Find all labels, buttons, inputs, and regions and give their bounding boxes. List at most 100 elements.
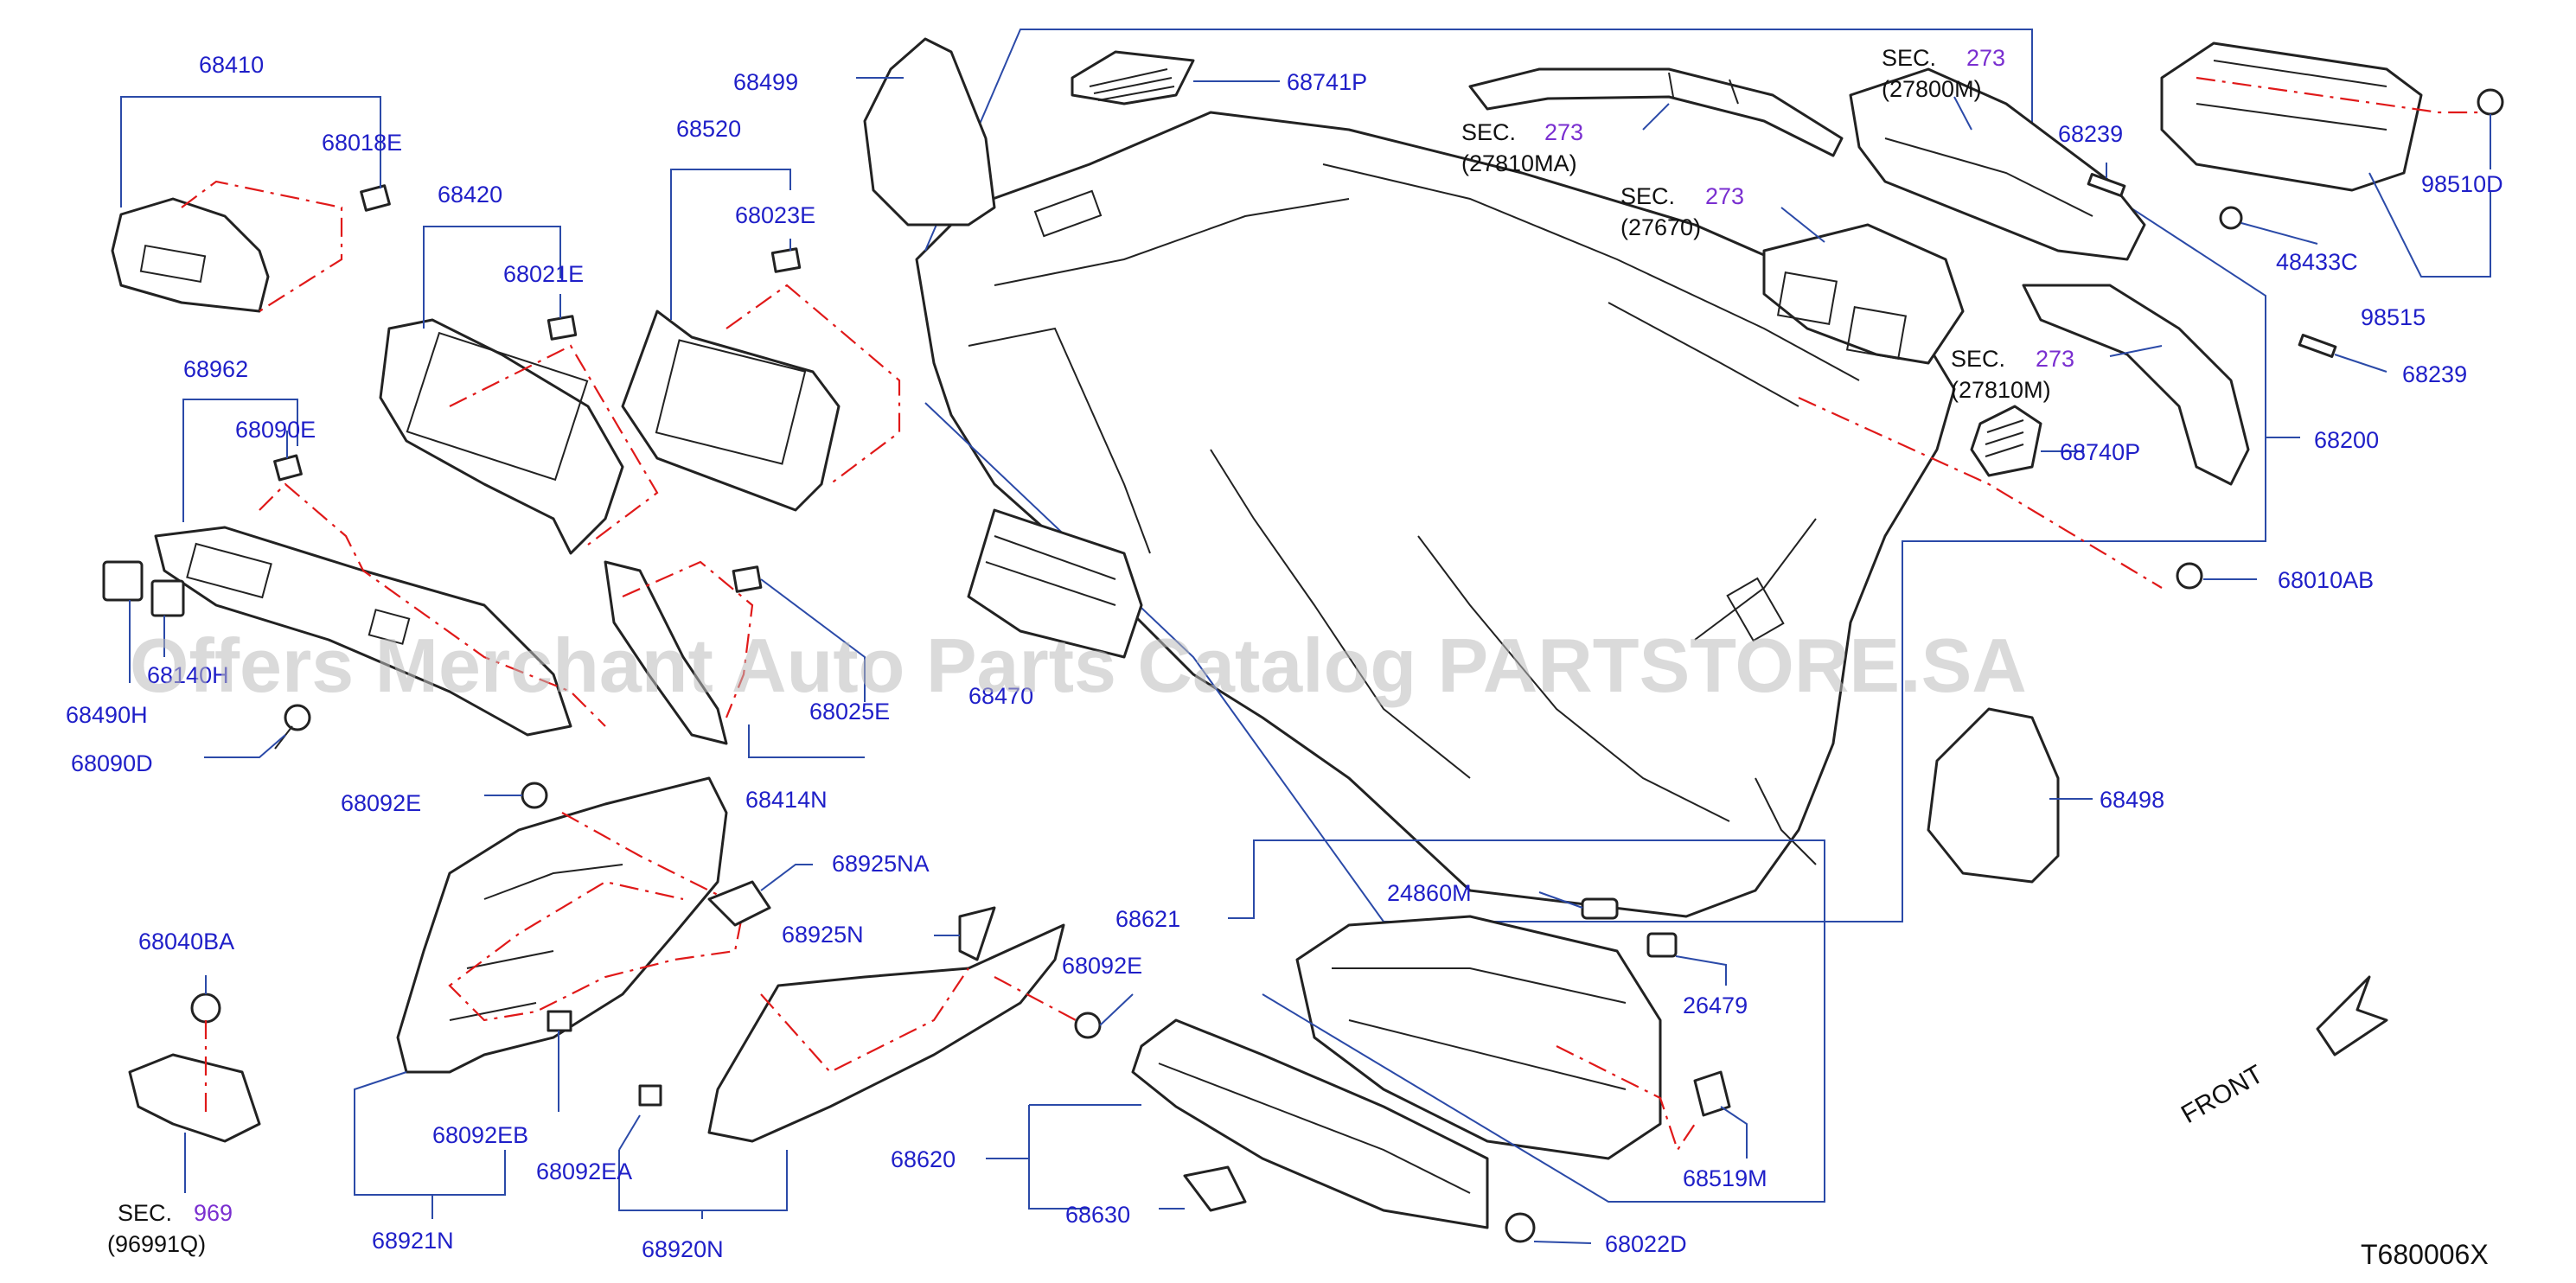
bracket-68925NA — [707, 880, 771, 927]
label-68420: 68420 — [438, 182, 502, 207]
clip-26479 — [1646, 932, 1678, 958]
cap-68239-lower — [2298, 334, 2337, 358]
module-27800M — [1849, 67, 2146, 261]
label-68621: 68621 — [1115, 906, 1180, 932]
label-68741P: 68741P — [1287, 69, 1367, 95]
front-arrow-icon — [2316, 975, 2388, 1056]
label-68414N: 68414N — [745, 787, 828, 813]
cover-68920N — [707, 923, 1065, 1143]
label-68925NA: 68925NA — [832, 851, 930, 877]
label-68018E: 68018E — [322, 130, 402, 156]
clip-68092E-b — [1074, 1012, 1102, 1039]
finisher-68962 — [154, 526, 572, 737]
lower-cover-68921N — [396, 776, 728, 1074]
duct-27810MA — [1468, 67, 1844, 157]
label-68140H: 68140H — [147, 662, 229, 688]
label-68239-a: 68239 — [2058, 121, 2123, 147]
sec-27810MA-ref: (27810MA) — [1461, 150, 1577, 176]
label-68200: 68200 — [2314, 427, 2379, 453]
sec-27800M-word: SEC. — [1882, 45, 1936, 71]
sec-27810M-word: SEC. — [1951, 346, 2005, 372]
label-68090D: 68090D — [71, 750, 153, 776]
label-68499: 68499 — [733, 69, 798, 95]
screw-68022D — [1505, 1212, 1536, 1243]
cluster-bezel-68420 — [379, 318, 624, 555]
screw-68090D — [274, 704, 311, 750]
label-24860M: 24860M — [1387, 880, 1472, 906]
label-68925N: 68925N — [782, 922, 864, 948]
bracket-68925N — [958, 906, 996, 961]
label-68620: 68620 — [891, 1146, 956, 1172]
clip-68025E — [732, 565, 763, 593]
label-48433C: 48433C — [2276, 249, 2358, 275]
clip-68092EA — [638, 1084, 662, 1107]
label-98515: 98515 — [2361, 304, 2426, 330]
bracket-68414N — [604, 560, 728, 745]
sec-27800M-ref: (27800M) — [1882, 76, 1982, 102]
clip-68090E — [273, 454, 303, 482]
pocket-68470 — [967, 508, 1143, 659]
vent-68741P — [1071, 50, 1195, 105]
labels: 68410 68018E 68499 68741P 68520 68023E 6… — [66, 52, 2503, 1262]
label-68921N: 68921N — [372, 1228, 454, 1254]
section-refs: SEC. 273 (27810MA) SEC. 273 (27800M) SEC… — [107, 45, 2074, 1257]
label-68630: 68630 — [1065, 1202, 1130, 1228]
sec-27810MA-word: SEC. — [1461, 119, 1516, 145]
label-68010AB: 68010AB — [2278, 567, 2374, 593]
bolt-48433C — [2219, 206, 2243, 230]
clip-68023E — [770, 247, 802, 273]
label-68025E: 68025E — [809, 699, 890, 724]
airbag-98515 — [2160, 41, 2423, 192]
clip-68092E — [521, 782, 548, 809]
sec-27670-num: 273 — [1705, 183, 1744, 209]
bracket-96991Q — [128, 1053, 261, 1143]
glovebox-68621 — [1295, 915, 1662, 1160]
label-68520: 68520 — [676, 116, 741, 142]
instrument-panel-68200 — [915, 111, 1956, 918]
label-68021E: 68021E — [503, 261, 584, 287]
label-68490H: 68490H — [66, 702, 148, 728]
sec-96991Q-ref: (96991Q) — [107, 1231, 206, 1257]
label-68410: 68410 — [199, 52, 264, 78]
label-68962: 68962 — [183, 356, 248, 382]
damper-68519M — [1693, 1070, 1731, 1117]
label-68092E-a: 68092E — [341, 790, 421, 816]
clip-68092EB — [547, 1010, 572, 1032]
label-68920N: 68920N — [642, 1236, 724, 1262]
trim-68498 — [1927, 707, 2060, 884]
switch-68490H — [102, 560, 144, 602]
label-68470: 68470 — [968, 683, 1033, 709]
nut-68040BA — [190, 993, 221, 1024]
switch-24860M — [1581, 897, 1619, 920]
cover-68140H — [150, 579, 185, 617]
trim-68499 — [863, 37, 996, 227]
label-98510D: 98510D — [2421, 171, 2503, 197]
sec-27670-ref: (27670) — [1620, 214, 1701, 240]
label-68498: 68498 — [2100, 787, 2164, 813]
sec-27810M-num: 273 — [2036, 346, 2074, 372]
label-68092E-b: 68092E — [1062, 953, 1142, 979]
latch-68630 — [1183, 1165, 1247, 1212]
sec-96991Q-word: SEC. — [118, 1200, 172, 1226]
label-68023E: 68023E — [735, 202, 815, 228]
label-68022D: 68022D — [1605, 1231, 1687, 1257]
diagram-code: T680006X — [2361, 1239, 2489, 1270]
label-68040BA: 68040BA — [138, 929, 234, 954]
duct-27670 — [1762, 223, 1965, 365]
panel-68520 — [621, 310, 841, 512]
sec-96991Q-num: 969 — [194, 1200, 233, 1226]
label-68092EA: 68092EA — [536, 1159, 632, 1184]
cluster-lid-68410 — [111, 197, 270, 313]
clip-68021E — [547, 315, 578, 341]
front-label: FRONT — [2176, 1060, 2268, 1129]
watermark: Offers Merchant Auto Parts Catalog PARTS… — [130, 622, 2027, 708]
clip-68018E — [360, 184, 391, 212]
sec-27810M-ref: (27810M) — [1951, 377, 2051, 403]
label-68519M: 68519M — [1683, 1165, 1767, 1191]
duct-27810M — [2022, 284, 2250, 486]
sec-27810MA-num: 273 — [1544, 119, 1583, 145]
clip-68010AB — [2176, 562, 2203, 590]
sec-27670-word: SEC. — [1620, 183, 1675, 209]
label-68740P: 68740P — [2060, 439, 2140, 465]
